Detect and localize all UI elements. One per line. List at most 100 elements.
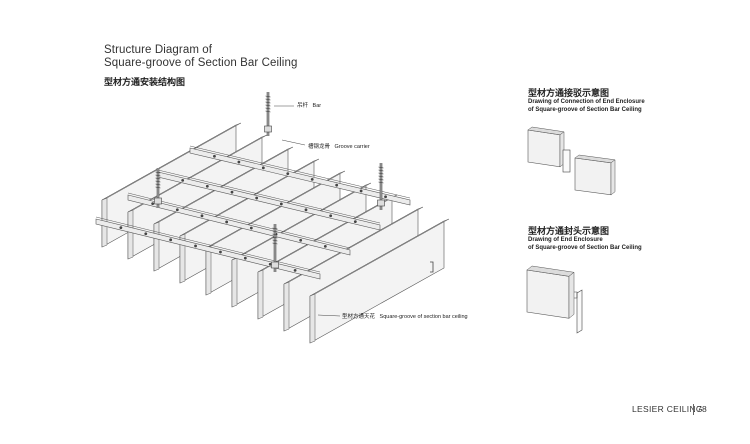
groove-carrier — [189, 145, 411, 206]
rod-thread — [378, 172, 384, 175]
carrier-clip — [230, 190, 234, 194]
segment-side-face — [574, 157, 612, 196]
carrier-web — [95, 218, 321, 280]
carrier-label-en: Groove carrier — [334, 144, 370, 150]
segment-end-face — [610, 159, 616, 196]
carrier-flange — [157, 169, 381, 224]
carrier-web — [189, 147, 411, 206]
hanger-rod — [377, 163, 385, 210]
carrier-clip — [353, 220, 357, 224]
carrier-clip — [286, 172, 290, 176]
groove-carrier — [95, 216, 321, 280]
panel-label-cn: 型材方通天花 — [342, 314, 376, 320]
bar-label-cn: 吊杆 — [297, 103, 309, 109]
connection-left-segment — [527, 126, 565, 168]
carrier-clip — [335, 183, 339, 187]
end-detail-title-cn: 型材方通封头示意图 — [528, 226, 610, 236]
end-detail-title-en1: Drawing of End Enclosure — [528, 237, 603, 243]
panel-end-cap — [153, 221, 160, 272]
connection-detail-title-en1: Drawing of Connection of End Enclosure — [528, 99, 645, 105]
diagram-title-line1: Structure Diagram of — [104, 44, 213, 56]
hanger-rod — [271, 224, 279, 272]
carrier-clip — [243, 256, 247, 260]
carrier-profile-end — [430, 261, 434, 273]
connection-detail-title-en2: of Square-groove of Section Bar Ceiling — [528, 107, 642, 113]
carrier-clip — [169, 238, 173, 242]
rod-thread — [378, 169, 384, 172]
rod-hanger-clip — [377, 199, 385, 207]
end-detail-drawing — [526, 265, 583, 334]
rod-thread — [265, 110, 271, 113]
panel-end-cap — [257, 269, 264, 320]
carrier-clip — [304, 208, 308, 212]
hanger-rod — [264, 92, 272, 136]
rod-thread — [155, 171, 161, 174]
rod-thread — [155, 180, 161, 183]
rod-thread — [272, 242, 278, 245]
panel-end-cap — [205, 245, 212, 296]
rod-thread — [265, 101, 271, 104]
end-enclosure-panel — [526, 265, 575, 319]
carrier-clip — [200, 214, 204, 218]
bar-label-en: Bar — [312, 103, 322, 109]
carrier-clip — [323, 244, 327, 248]
rod-thread — [378, 181, 384, 184]
carrier-clip — [194, 244, 197, 248]
rod-thread — [272, 239, 278, 242]
rod-thread — [265, 104, 271, 107]
carrier-clip — [261, 166, 265, 170]
carrier-clip — [359, 189, 363, 193]
rod-thread — [265, 95, 271, 98]
rod-thread — [155, 177, 161, 180]
carrier-clip — [144, 232, 148, 236]
rod-thread — [378, 175, 384, 178]
segment-side-face — [527, 129, 561, 168]
footer-divider — [693, 404, 694, 415]
connection-detail-title-cn: 型材方通接驳示意图 — [528, 88, 610, 98]
hanger-rods — [154, 92, 385, 272]
end-cap-clip — [574, 291, 578, 299]
carrier-label: 槽钢龙骨 Groove carrier — [308, 142, 370, 150]
carrier-clip — [119, 226, 123, 230]
carrier-clip — [255, 196, 259, 200]
rod-thread — [378, 166, 384, 169]
rod-thread — [378, 178, 384, 181]
carrier-flange — [127, 192, 351, 249]
diagram-title-cn: 型材方通安装结构图 — [104, 77, 186, 87]
panel-end-cap — [127, 209, 134, 260]
segment-end-face — [568, 271, 575, 319]
carrier-flange — [189, 145, 411, 199]
rod-thread — [272, 233, 278, 236]
ceiling-panel — [309, 218, 450, 344]
page-number: 78 — [697, 404, 708, 414]
carrier-clip — [293, 268, 297, 272]
carrier-clip — [299, 238, 303, 242]
carrier-flange — [95, 216, 321, 273]
bar-label: 吊杆 Bar — [297, 101, 321, 109]
carrier-clip — [384, 195, 387, 199]
carrier-clip — [279, 202, 283, 206]
hanger-rod — [154, 168, 162, 208]
carrier-clip — [151, 202, 155, 206]
carrier-clip — [310, 177, 314, 181]
footer-brand: LESIER CEILING — [632, 404, 703, 414]
panel-end-cap — [231, 257, 238, 308]
rod-hanger-clip — [271, 261, 279, 269]
callout-leaders — [274, 105, 434, 317]
carrier-clip — [181, 178, 185, 182]
carrier-clip — [219, 250, 222, 254]
rod-thread — [265, 98, 271, 101]
rod-thread — [272, 230, 278, 233]
connection-detail-drawing — [527, 126, 616, 196]
panel-end-cap — [179, 233, 186, 284]
rod-thread — [155, 186, 161, 189]
diagram-title-line2: Square-groove of Section Bar Ceiling — [104, 57, 298, 69]
panel-end-cap — [309, 293, 316, 344]
panel-label-en: Square-groove of section bar ceiling — [379, 314, 468, 320]
rod-thread — [265, 107, 271, 110]
segment-side-face — [526, 269, 570, 319]
rod-thread — [272, 236, 278, 239]
carrier-clip — [329, 214, 333, 218]
carrier-label-cn: 槽钢龙骨 — [308, 144, 331, 150]
